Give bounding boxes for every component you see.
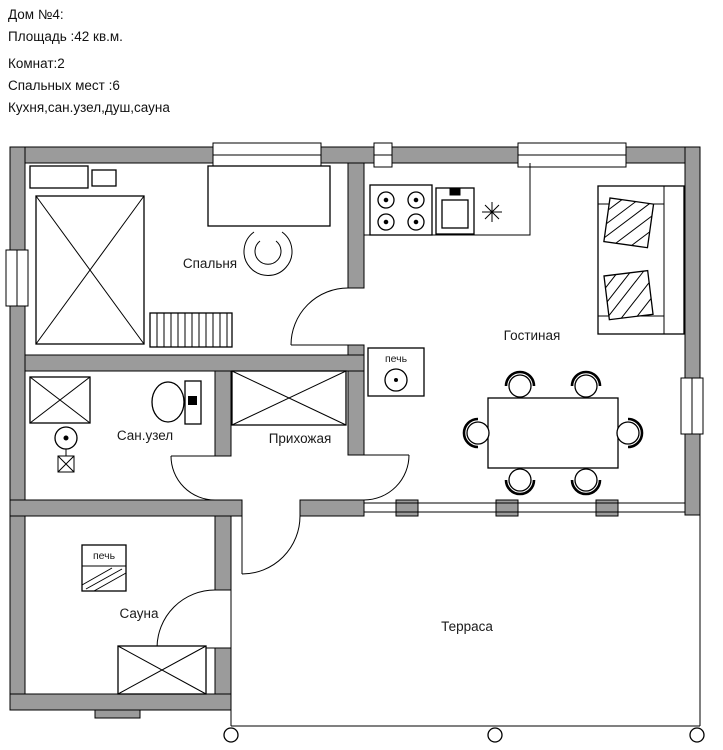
door-terrace [241,515,301,575]
bathroom: Сан.узел [29,376,202,473]
door-sauna [156,589,216,649]
wall-interior-vertical-bottom [347,344,365,456]
wall-bottom-left [9,499,243,517]
window-top-3 [517,142,627,168]
sofa [597,185,685,335]
windows [5,142,704,435]
sink [435,187,475,235]
header-area: Площадь :42 кв.м. [8,29,123,44]
terrace-structure [223,502,705,743]
door-bathroom [170,455,216,501]
cooktop [369,184,433,236]
window-right [680,377,704,435]
header-amenities: Кухня,сан.узел,душ,сауна [8,100,170,115]
window-top-2 [373,142,393,168]
plan-header: Дом №4: Площадь :42 кв.м. Комнат:2 Спаль… [8,4,170,119]
wall-sauna-tab [94,709,141,719]
header-rooms: Комнат:2 [8,56,65,71]
wall-left [9,146,26,711]
terrace-label: Терраса [441,619,493,634]
vent-symbol [482,202,502,222]
wall-bathroom-hallway [214,370,232,457]
desk [207,165,331,227]
stove-sauna-label: печь [93,550,116,562]
chair [570,468,602,496]
sauna: печь Сауна [81,544,207,695]
bathroom-label: Сан.узел [117,428,173,443]
chair [616,417,644,449]
toilet [151,380,202,425]
window-top-1 [212,142,322,168]
sauna-label: Сауна [120,606,159,621]
bedroom: Спальня [29,165,331,348]
kitchen [364,163,531,236]
chair [570,370,602,398]
stove-box: печь [367,347,425,397]
walls [9,146,701,719]
wardrobe [231,370,347,426]
sofa-pillow [603,269,654,321]
hallway: Прихожая [231,370,347,446]
terrace-post [487,727,503,743]
wall-sauna-right-upper [214,515,232,591]
header-sleeping-places: Спальных мест :6 [8,78,120,93]
sofa-pillow [603,197,655,249]
bedroom-label: Спальня [183,256,237,271]
desk-chair [243,231,293,276]
sauna-bench [117,645,207,695]
chair [504,468,536,496]
shower-head [54,426,78,456]
living-room: печь [367,185,685,496]
chair [462,417,490,449]
living-room-label: Гостиная [504,328,561,343]
shelf [29,165,117,189]
dining-set [462,370,644,496]
bed [35,195,145,345]
header-house: Дом №4: [8,7,64,22]
terrace-post [223,727,239,743]
terrace-column-2 [495,499,519,517]
door-bedroom [290,287,349,346]
wall-interior-vertical-top [347,162,365,289]
stove-living-label: печь [385,353,408,365]
door-living-room [363,454,410,501]
terrace-outline [230,515,701,727]
floor-drain [57,455,75,473]
window-left [5,249,29,307]
terrace-column-1 [395,499,419,517]
glazing-lines [364,502,685,513]
wall-right [684,146,701,516]
shower [29,376,91,424]
wall-bottom-mid [299,499,365,517]
wall-sauna-bottom [9,693,232,711]
stairs [149,312,233,348]
hallway-label: Прихожая [269,431,332,446]
sauna-stove: печь [81,544,127,592]
terrace-column-3 [595,499,619,517]
wall-bedroom-bottom [24,354,365,372]
terrace-post [689,727,705,743]
chair [504,370,536,398]
dining-table [487,397,619,469]
